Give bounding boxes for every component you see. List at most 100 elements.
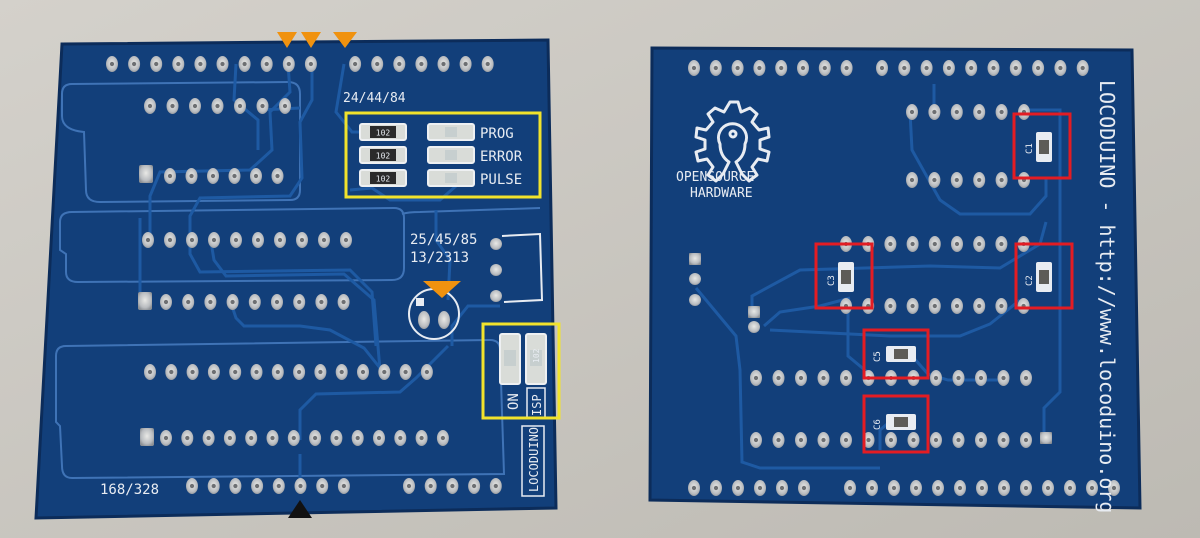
ic-socket-pad-hole <box>167 237 173 243</box>
ic-socket-pad-hole <box>932 241 937 247</box>
header-pad-hole <box>969 65 974 71</box>
header-pad-hole <box>757 65 762 71</box>
left-top-header-pads <box>106 56 494 72</box>
ic-socket-pad-hole <box>821 437 826 443</box>
left-pcb-body <box>36 40 556 518</box>
label-24-44-84: 24/44/84 <box>343 91 406 106</box>
right-pcb: OPENSOURCE HARDWARE LOCODUINO - http://w… <box>648 46 1142 513</box>
ic-socket-pad-hole <box>1001 437 1006 443</box>
red-highlight-boxes <box>814 112 1074 454</box>
header-pad-hole <box>879 65 885 71</box>
ic-socket-pad-hole <box>1023 437 1029 443</box>
ic-socket-pad-hole <box>291 435 296 441</box>
header-pad-hole <box>946 65 952 71</box>
ic-socket-pad-hole <box>208 299 213 305</box>
header-pad-hole <box>298 483 303 489</box>
ic-socket-pad-hole <box>255 237 261 243</box>
ic-socket-pad-hole <box>956 375 961 381</box>
ic-socket-pad-hole <box>147 103 153 109</box>
ic-socket-pad-hole <box>954 303 960 309</box>
label-locoduino-url: LOCODUINO - http://www.locoduino.org <box>1095 80 1119 513</box>
header-pad-hole <box>1036 65 1041 71</box>
on-isp-block: 102 ON ISP <box>499 333 547 419</box>
ic-socket-pad-hole <box>313 435 318 441</box>
header-pad-hole <box>255 483 260 489</box>
highlight-box-c1 <box>1012 112 1072 180</box>
ic-socket-pad-hole <box>147 369 153 375</box>
svg-text:C6: C6 <box>873 419 883 430</box>
label-on: ON <box>506 393 522 410</box>
ic-socket-pad-hole <box>954 109 959 115</box>
ic-socket-pad-hole <box>999 303 1004 309</box>
header-pad-hole <box>935 485 941 491</box>
ic-socket-pad-hole <box>403 369 408 375</box>
ic-socket-pad-hole <box>233 369 238 375</box>
header-pad-hole <box>132 61 137 67</box>
header-pad-hole <box>713 485 719 491</box>
ic-socket-pad-hole <box>215 103 220 109</box>
ic-socket-pad-hole <box>297 369 302 375</box>
label-25-45-85: 25/45/85 <box>410 232 477 248</box>
ic-socket-pad-hole <box>843 375 849 381</box>
ic-socket-pad-hole <box>275 173 280 179</box>
ic-socket-pad-hole <box>999 241 1004 247</box>
ic-socket-pad-hole <box>227 435 232 441</box>
header-pad-hole <box>397 61 402 67</box>
ic-socket-pad-hole <box>978 437 984 443</box>
header-pad-hole <box>176 61 181 67</box>
ic-socket-pad-hole <box>932 109 937 115</box>
ic-socket-pad-hole <box>275 369 280 375</box>
right-small-header-pads <box>689 253 1052 444</box>
header-pad-hole <box>308 61 313 67</box>
ic-socket-pad-hole <box>192 103 198 109</box>
ic-socket-pad-hole <box>999 109 1004 115</box>
ic-socket-pad-hole <box>866 437 871 443</box>
ic-socket-pad-hole <box>843 437 849 443</box>
smd-resistor-code: 102 <box>376 175 391 184</box>
header-pad-hole <box>276 483 281 489</box>
ic-socket-pad-hole <box>189 173 194 179</box>
header-pad-hole <box>1013 65 1018 71</box>
header-pad-hole <box>463 61 468 67</box>
left-pin1-pads <box>138 165 154 446</box>
header-pad-hole <box>891 485 897 491</box>
header-pad-hole <box>428 483 433 489</box>
highlight-box-c2 <box>1014 242 1074 310</box>
ic-socket-pad-hole <box>753 375 759 381</box>
capacitor-c3: C3 <box>827 262 854 292</box>
left-bottom-header-pads <box>186 478 502 494</box>
ic-socket-pad-hole <box>167 173 173 179</box>
header-pad-hole <box>406 483 412 489</box>
label-isp: ISP <box>530 394 544 416</box>
ic-socket-pad-hole <box>210 173 216 179</box>
ic-socket-pad-hole <box>888 241 893 247</box>
label-13-2313: 13/2313 <box>410 250 469 266</box>
ic-socket-pad-hole <box>277 237 283 243</box>
header-pad-hole <box>800 65 806 71</box>
ic-socket-pad-hole <box>211 237 217 243</box>
header-pad-hole <box>450 483 455 489</box>
ic-socket-pad-hole <box>956 437 961 443</box>
header-pad-hole <box>735 65 740 71</box>
ic-socket-pad-hole <box>145 237 151 243</box>
ic-socket-pad-hole <box>911 437 916 443</box>
highlight-box-c5 <box>862 328 930 380</box>
ic-socket-pad-hole <box>888 303 893 309</box>
header-pad-hole <box>713 65 718 71</box>
ic-socket-pad-hole <box>440 435 445 441</box>
ic-socket-pad-hole <box>977 241 982 247</box>
header-pad-hole <box>1067 485 1073 491</box>
ic-socket-pad-hole <box>376 435 382 441</box>
ic-socket-pad-hole <box>189 237 195 243</box>
gear-icon <box>694 100 771 183</box>
ic-socket-pad-hole <box>977 303 982 309</box>
header-pad-hole <box>757 485 763 491</box>
capacitor-c6: C6 <box>873 414 916 430</box>
ic-socket-pad-hole <box>932 303 937 309</box>
ic-socket-pad-hole <box>169 369 174 375</box>
left-ic-socket-pads <box>142 98 449 446</box>
ic-socket-pad-hole <box>249 435 254 441</box>
header-pad-hole <box>691 485 697 491</box>
header-pad-hole <box>211 483 216 489</box>
